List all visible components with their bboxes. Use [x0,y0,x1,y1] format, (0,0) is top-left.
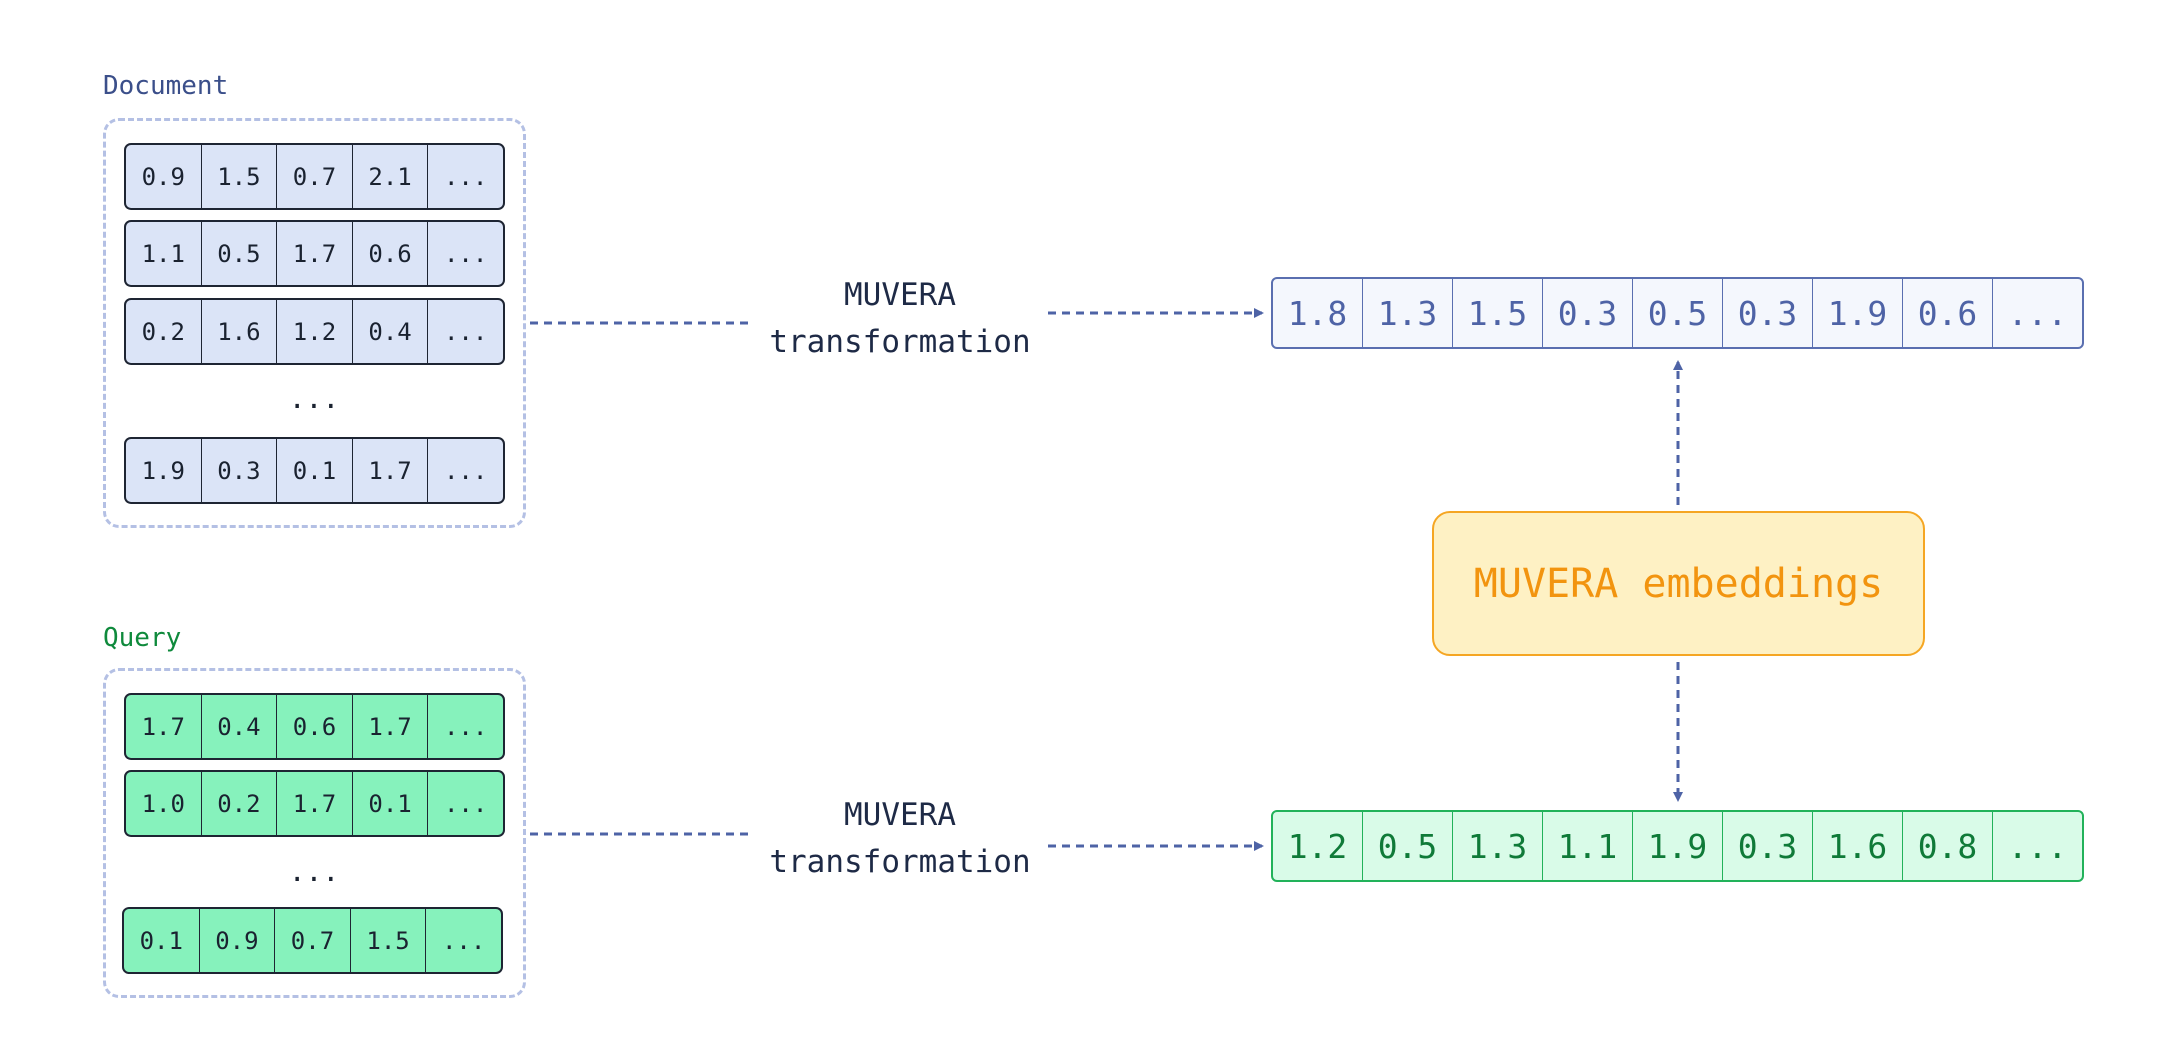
query-rows-ellipsis: ... [288,855,340,888]
vector-cell: 0.4 [200,695,277,758]
vector-cell: 1.5 [349,909,426,972]
document-rows-ellipsis: ... [288,382,340,415]
query-vector-row: 1.0 0.2 1.7 0.1 ... [124,770,505,837]
output-cell: 0.3 [1542,279,1632,347]
vector-cell: 0.1 [276,439,352,502]
vector-cell: ... [425,909,501,972]
vector-cell: 0.2 [200,772,277,835]
output-cell: 0.5 [1632,279,1722,347]
document-muvera-vector: 1.8 1.3 1.5 0.3 0.5 0.3 1.9 0.6 ... [1271,277,2084,349]
vector-cell: 0.2 [141,317,185,346]
query-label: Query [103,623,182,653]
document-label: Document [103,71,229,101]
transformation-line: transformation [769,844,1031,880]
vector-cell: ... [427,222,503,285]
vector-cell: 1.0 [141,789,185,818]
output-cell: 1.5 [1452,279,1542,347]
vector-cell: 0.3 [200,439,277,502]
vector-cell: 1.7 [351,695,428,758]
vector-cell: 1.1 [141,239,185,268]
vector-cell: 1.7 [276,772,352,835]
transformation-line: MUVERA [844,797,956,833]
muvera-embeddings-box: MUVERA embeddings [1432,511,1925,656]
output-cell: 0.8 [1902,812,1992,880]
output-cell: 1.1 [1542,812,1632,880]
output-cell: 0.3 [1722,279,1812,347]
vector-cell: 0.5 [200,222,277,285]
output-cell: ... [1992,812,2082,880]
vector-cell: 0.6 [276,695,352,758]
vector-cell: 1.2 [276,300,352,363]
vector-cell: ... [427,695,503,758]
document-vector-row: 0.9 1.5 0.7 2.1 ... [124,143,505,210]
vector-cell: 0.9 [141,162,185,191]
vector-cell: ... [427,772,503,835]
query-muvera-vector: 1.2 0.5 1.3 1.1 1.9 0.3 1.6 0.8 ... [1271,810,2084,882]
output-cell: 0.5 [1362,812,1452,880]
output-cell: 0.3 [1722,812,1812,880]
vector-cell: ... [427,439,503,502]
document-transformation-label: MUVERA transformation [750,272,1050,366]
vector-cell: 1.7 [276,222,352,285]
transformation-line: transformation [769,324,1031,360]
vector-cell: 0.1 [351,772,428,835]
output-cell: ... [1992,279,2082,347]
vector-cell: ... [427,300,503,363]
vector-cell: 2.1 [351,145,428,208]
vector-cell: 0.7 [276,145,352,208]
output-cell: 0.6 [1902,279,1992,347]
document-vector-row: 1.9 0.3 0.1 1.7 ... [124,437,505,504]
query-vector-row: 0.1 0.9 0.7 1.5 ... [122,907,503,974]
query-transformation-label: MUVERA transformation [750,792,1050,886]
output-cell: 1.3 [1452,812,1542,880]
vector-cell: 0.4 [351,300,428,363]
output-cell: 1.2 [1287,826,1348,866]
output-cell: 1.9 [1632,812,1722,880]
output-cell: 1.8 [1287,293,1348,333]
vector-cell: 1.7 [141,712,185,741]
output-cell: 1.9 [1812,279,1902,347]
output-cell: 1.3 [1362,279,1452,347]
vector-cell: 0.1 [139,926,183,955]
document-vector-row: 0.2 1.6 1.2 0.4 ... [124,298,505,365]
output-cell: 1.6 [1812,812,1902,880]
vector-cell: 0.7 [274,909,350,972]
document-group-box [103,118,526,528]
vector-cell: ... [427,145,503,208]
query-vector-row: 1.7 0.4 0.6 1.7 ... [124,693,505,760]
query-group-box [103,668,526,998]
vector-cell: 1.7 [351,439,428,502]
document-vector-row: 1.1 0.5 1.7 0.6 ... [124,220,505,287]
vector-cell: 1.5 [200,145,277,208]
vector-cell: 0.9 [198,909,275,972]
vector-cell: 0.6 [351,222,428,285]
vector-cell: 1.9 [141,456,185,485]
vector-cell: 1.6 [200,300,277,363]
transformation-line: MUVERA [844,277,956,313]
